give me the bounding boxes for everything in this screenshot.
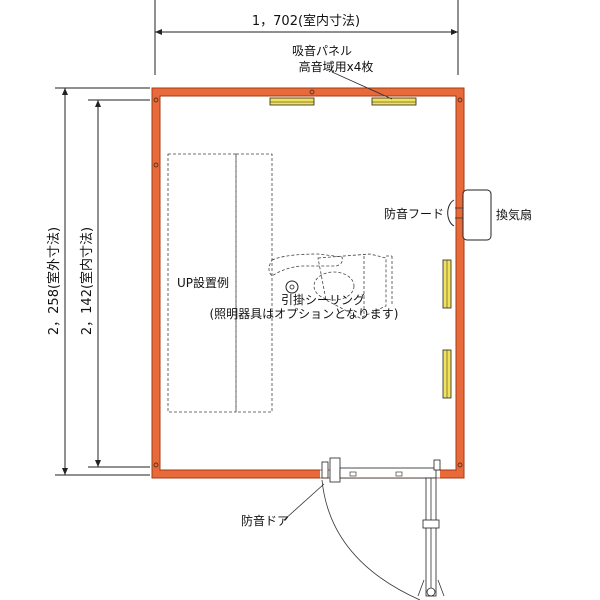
width-dimension-label: 1，702(室内寸法) [252,13,360,29]
ventilation-fan-label: 換気扇 [496,207,532,222]
interior-height-label: 2，142(室内寸法) [79,227,95,335]
ceiling-hook-label: 引掛シーリング [281,292,365,307]
ceiling-hook: 引掛シーリング (照明器具はオプションとなります) [209,280,399,321]
soundproof-door-label: 防音ドア [241,513,289,528]
acoustic-panel-right-upper [442,259,452,309]
furniture-outline [268,253,393,319]
acoustic-panel-label-line2: 高音域用x4枚 [299,59,374,74]
interior-height-dimension: 2，142(室内寸法) [79,99,150,468]
acoustic-panel-top-right [371,97,417,106]
upright-piano-example: UP設置例 [167,153,273,413]
acoustic-panel-label-line1: 吸音パネル [292,43,352,58]
exterior-height-dimension: 2，258(室外寸法) [46,87,150,476]
ventilation-fan: 防音フード 換気扇 [384,189,532,241]
acoustic-panel-top-left [269,97,315,106]
width-dimension: 1，702(室内寸法) [154,0,459,75]
soundproof-door: 防音ドア [241,457,445,600]
lighting-note-label: (照明器具はオプションとなります) [209,307,398,321]
soundproof-hood-label: 防音フード [384,206,444,221]
acoustic-panel-right-lower [442,349,452,399]
up-example-label: UP設置例 [177,275,229,290]
exterior-height-label: 2，258(室外寸法) [46,227,62,335]
acoustic-panels: 吸音パネル 高音域用x4枚 [269,43,452,399]
